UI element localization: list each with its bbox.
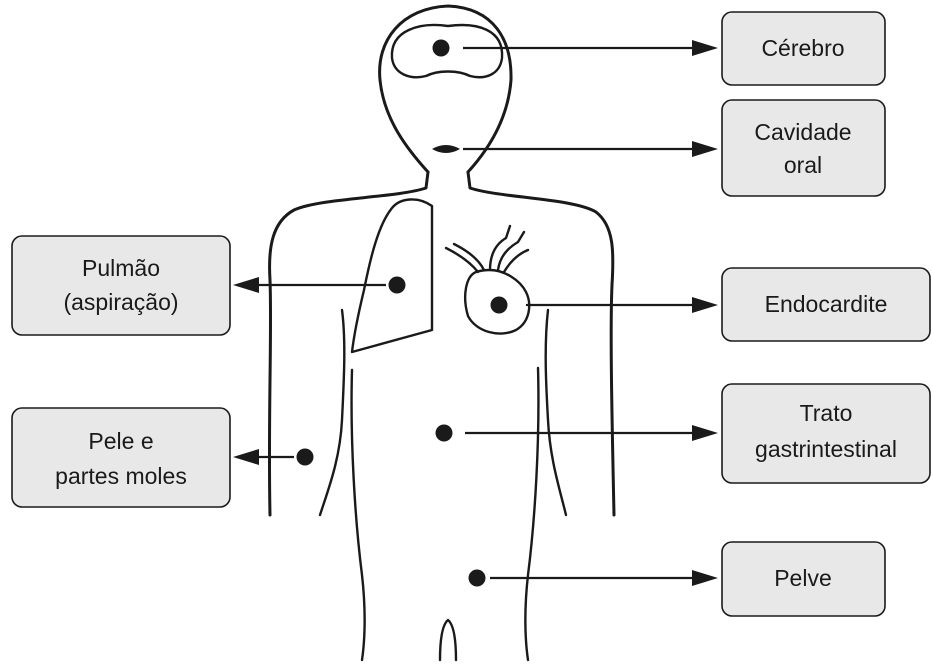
- label-cerebro: Cérebro: [722, 12, 885, 85]
- arrow-pelve: [490, 570, 718, 586]
- label-cavidade-line2: oral: [784, 152, 822, 178]
- label-trato-line2: gastrintestinal: [755, 436, 897, 462]
- label-pulmao-line2: (aspiração): [63, 289, 178, 315]
- heart-shape: [446, 226, 529, 334]
- label-pelve: Pelve: [722, 542, 885, 616]
- brain-dot: [433, 40, 450, 57]
- lung-shape: [352, 199, 432, 352]
- lung-dot: [389, 277, 406, 294]
- skin-dot: [297, 449, 314, 466]
- heart-dot: [491, 297, 508, 314]
- body-outline: [269, 6, 614, 660]
- label-cavidade-line1: Cavidade: [754, 119, 851, 145]
- label-pulmao-line1: Pulmão: [82, 255, 160, 281]
- label-pulmao: Pulmão (aspiração): [12, 236, 230, 335]
- label-pele-line2: partes moles: [55, 463, 187, 489]
- label-pele-line1: Pele e: [88, 428, 153, 454]
- arrow-endocardite: [526, 297, 718, 313]
- gi-dot: [436, 425, 453, 442]
- arrow-trato: [465, 425, 718, 441]
- label-cavidade-oral: Cavidade oral: [722, 100, 885, 196]
- label-trato: Trato gastrintestinal: [722, 384, 930, 483]
- mouth-shape: [432, 145, 460, 153]
- label-cerebro-text: Cérebro: [761, 35, 844, 61]
- label-pele: Pele e partes moles: [12, 408, 230, 507]
- label-endocardite-text: Endocardite: [765, 291, 888, 317]
- arrow-cavidade-oral: [463, 141, 718, 157]
- pelvis-dot: [469, 570, 486, 587]
- arrow-pele: [233, 449, 294, 465]
- label-endocardite: Endocardite: [722, 268, 930, 341]
- label-trato-line1: Trato: [800, 400, 853, 426]
- label-pelve-text: Pelve: [774, 565, 832, 591]
